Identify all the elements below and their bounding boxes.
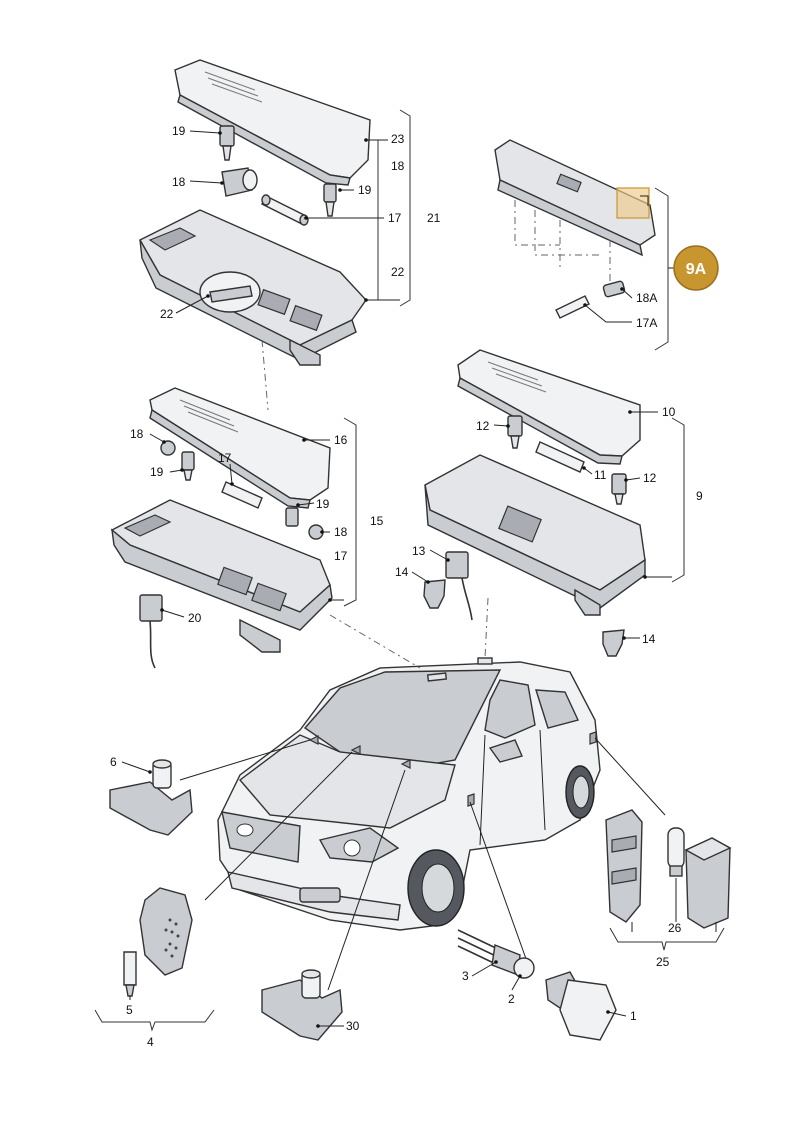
label-17: 17 xyxy=(218,451,232,465)
part-25-relay-bracket xyxy=(605,809,643,923)
part-3-wiring xyxy=(457,929,521,976)
label-25: 25 xyxy=(656,955,670,969)
label-18A: 18A xyxy=(636,291,657,305)
part-30-switch xyxy=(261,969,343,1041)
explode-line-21-15 xyxy=(261,339,269,411)
label-23: 23 xyxy=(391,132,405,146)
part-14-clip-a xyxy=(423,579,446,609)
part-23-cover xyxy=(174,59,371,186)
label-17A: 17A xyxy=(636,316,657,330)
part-14-clip-b xyxy=(602,629,625,657)
part-17-bulb-c xyxy=(221,481,263,509)
part-6-switch xyxy=(109,759,193,836)
part-18A-bulb xyxy=(602,280,626,298)
label-26: 26 xyxy=(668,921,682,935)
part-17A-bulb xyxy=(555,295,590,319)
label-18: 18 xyxy=(172,175,186,189)
label-19: 19 xyxy=(172,124,186,138)
label-17: 17 xyxy=(388,211,402,225)
label-20: 20 xyxy=(188,611,202,625)
label-2: 2 xyxy=(508,992,515,1006)
dashed-explode-lines-9A xyxy=(514,200,611,290)
leader-dots xyxy=(148,131,647,1028)
label-22: 22 xyxy=(160,307,174,321)
part-20-connector xyxy=(139,594,163,669)
part-18-lamp-socket xyxy=(221,167,258,197)
part-19-bulb-holder xyxy=(219,125,235,161)
label-5: 5 xyxy=(126,1003,133,1017)
part-25-relay xyxy=(684,837,732,929)
label-16: 16 xyxy=(334,433,348,447)
label-21: 21 xyxy=(427,211,441,225)
label-4: 4 xyxy=(147,1035,154,1049)
part-2-bulb xyxy=(513,957,535,979)
label-13: 13 xyxy=(412,544,426,558)
label-11: 11 xyxy=(594,468,607,482)
part-12-holder-b xyxy=(611,473,627,505)
leader-lines xyxy=(121,130,717,1027)
label-14: 14 xyxy=(395,565,409,579)
label-6: 6 xyxy=(110,755,117,769)
badge-9A: 9A xyxy=(673,245,719,291)
part-12-holder xyxy=(507,415,523,449)
part-15-housing xyxy=(110,499,333,653)
label-22: 22 xyxy=(391,265,405,279)
label-18: 18 xyxy=(130,427,144,441)
bracket-9 xyxy=(671,417,685,583)
highlight-box xyxy=(616,187,650,219)
part-5-bulb xyxy=(123,951,137,997)
car-body xyxy=(217,657,601,931)
part-9A-housing xyxy=(494,139,656,257)
part-10-cover xyxy=(457,349,641,465)
part-19-holder-d xyxy=(285,507,299,527)
bracket-9A xyxy=(654,187,669,351)
label-30: 30 xyxy=(346,1019,360,1033)
label-9: 9 xyxy=(696,489,703,503)
part-19-holder-c xyxy=(181,451,195,481)
label-18: 18 xyxy=(391,159,405,173)
part-17-festoon-bulb xyxy=(261,194,309,226)
label-19: 19 xyxy=(358,183,372,197)
label-19: 19 xyxy=(150,465,164,479)
label-12: 12 xyxy=(476,419,490,433)
part-9-housing xyxy=(424,454,646,616)
label-18: 18 xyxy=(334,525,348,539)
labels: 19 18 19 17 23 18 21 22 22 18A 17A 10 12… xyxy=(110,124,703,1049)
bracket-25 xyxy=(609,927,725,951)
label-1: 1 xyxy=(630,1009,637,1023)
part-16-cover xyxy=(149,387,331,509)
label-17: 17 xyxy=(334,549,348,563)
bracket-15 xyxy=(343,417,357,607)
part-11-bulb xyxy=(535,441,585,473)
badge-9A-label: 9A xyxy=(686,261,707,278)
explode-lines-car xyxy=(179,597,666,991)
label-19: 19 xyxy=(316,497,330,511)
part-26-bulb xyxy=(667,827,685,877)
part-18-cap xyxy=(160,440,176,456)
part-22-housing xyxy=(139,209,367,366)
label-15: 15 xyxy=(370,514,384,528)
label-14: 14 xyxy=(642,632,656,646)
bracket-21 xyxy=(399,109,411,307)
label-3: 3 xyxy=(462,969,469,983)
part-1-side-marker xyxy=(545,971,617,1041)
part-4-lamp-housing xyxy=(139,887,193,976)
bracket-4 xyxy=(94,1009,215,1032)
label-12: 12 xyxy=(643,471,657,485)
part-19-bulb-holder-b xyxy=(323,183,337,217)
part-13-connector xyxy=(445,551,473,621)
label-10: 10 xyxy=(662,405,676,419)
